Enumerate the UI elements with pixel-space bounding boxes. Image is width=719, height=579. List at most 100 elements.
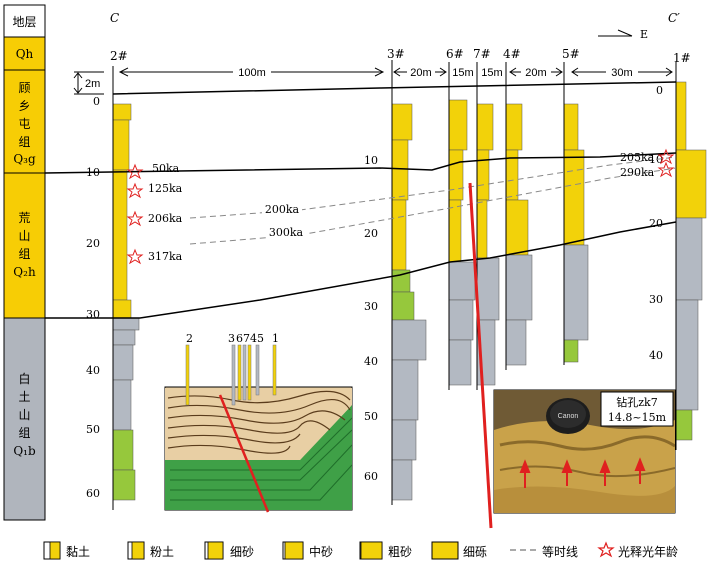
legend-clay: 黏土 (43, 541, 90, 560)
borehole-3-layer-7 (391, 419, 417, 461)
direction-label: E (640, 28, 648, 41)
strata-q2h-line-1: 山 (18, 229, 30, 243)
osl-age-50ka: 50ka (152, 162, 180, 175)
legend-label-osl: 光释光年龄 (618, 545, 678, 559)
strata-header-cell (3, 4, 46, 38)
q2h-base-line (45, 221, 677, 319)
borehole-id-5: 5# (562, 47, 580, 61)
strata-header: 地层 (12, 15, 36, 29)
distance-3-6: 20m (410, 67, 431, 79)
distance-4-5: 20m (525, 67, 546, 79)
borehole-4-layer-3 (505, 254, 533, 321)
borehole-3-layer-6 (391, 359, 419, 421)
borehole-7-layer-3 (476, 257, 500, 321)
thickness-scale: 2m (73, 71, 104, 95)
depth-tick: 50 (86, 423, 100, 436)
strata-unit-q2h (3, 172, 46, 319)
depth-ticks-2: 0 10 20 30 40 50 60 (86, 95, 100, 500)
strata-q3g-line-3: 组 (18, 135, 30, 149)
borehole-3-layer-1 (391, 139, 409, 201)
strata-q1b-line-0: 白 (18, 371, 30, 386)
borehole-2-column (112, 103, 140, 501)
legend-fine-sand: 细砂 (204, 541, 254, 560)
borehole-5-layer-2 (563, 244, 589, 341)
depth-tick: 50 (364, 410, 378, 423)
inset-label: 3 (228, 332, 235, 345)
borehole-2-layer-6 (112, 344, 134, 381)
depth-tick: 60 (364, 470, 378, 483)
strata-q3g-line-1: 乡 (18, 99, 30, 113)
strata-q3g-line-2: 屯 (18, 117, 30, 131)
borehole-id-2: 2# (110, 49, 128, 63)
borehole-3-layer-5 (391, 319, 427, 361)
inset-fault-line (218, 394, 270, 513)
osl-age-206ka: 206ka (148, 212, 183, 225)
borehole-7-layer-0 (476, 103, 494, 151)
strata-q3g-line-0: 顾 (18, 81, 30, 95)
distance-6-7: 15m (452, 67, 473, 79)
borehole-3-layer-8 (391, 459, 413, 501)
borehole-6-layer-0 (448, 99, 468, 151)
depth-tick: 30 (364, 300, 378, 313)
strata-qh-line-0: Qh (16, 47, 34, 61)
core-photo-title: 钻孔zk7 (616, 395, 657, 409)
borehole-4-layer-2 (505, 199, 529, 256)
borehole-1-layer-4 (675, 409, 693, 441)
borehole-1-column (675, 81, 707, 441)
borehole-4-layer-0 (505, 103, 523, 151)
osl-star-icon (126, 182, 144, 199)
distance-7-4: 15m (481, 67, 502, 79)
borehole-6-layer-1 (448, 149, 464, 201)
legend-fine-gravel: 细砾 (431, 541, 487, 560)
fault-line (468, 182, 493, 529)
strata-unit-qh (3, 36, 46, 71)
borehole-1-layer-0 (675, 81, 687, 151)
borehole-2-layer-1 (112, 119, 130, 171)
borehole-6-layer-2 (448, 199, 462, 263)
borehole-id-6: 6# (446, 47, 464, 61)
borehole-2-layer-4 (112, 317, 140, 331)
correlation-lines: 200ka 300ka (44, 81, 677, 319)
borehole-2-layer-2 (112, 169, 128, 301)
depth-tick: 30 (86, 308, 100, 321)
strata-q2h-line-0: 荒 (18, 211, 30, 225)
borehole-2-layer-7 (112, 379, 132, 431)
legend-label-coarse-sand: 粗砂 (388, 545, 412, 559)
legend-isochron: 等时线 (510, 545, 578, 559)
osl-star-icon (126, 210, 144, 227)
osl-samples-left: 50ka 125ka 206ka 317ka (126, 162, 183, 265)
depth-ticks-1: 0 10 20 30 40 (649, 84, 663, 362)
isochron-label-200ka: 200ka (265, 203, 300, 216)
legend-coarse-sand: 粗砂 (359, 541, 412, 560)
isochron-300ka (189, 167, 677, 245)
legend-osl: 光释光年龄 (597, 541, 678, 559)
depth-tick: 20 (86, 237, 100, 250)
strata-q1b-line-3: 组 (18, 426, 30, 440)
borehole-2-layer-0 (112, 103, 132, 121)
borehole-1-layer-3 (675, 299, 699, 411)
osl-star-icon (657, 148, 675, 165)
q3g-base-line (44, 152, 677, 174)
osl-samples-right: 205ka 290ka (620, 148, 675, 179)
strata-unit-q1b (3, 317, 46, 521)
borehole-7-column (476, 103, 500, 386)
osl-age-290ka: 290ka (620, 166, 655, 179)
legend-medium-sand: 中砂 (282, 541, 333, 560)
distance-2-3: 100m (238, 67, 266, 79)
borehole-2-layer-3 (112, 299, 132, 319)
borehole-id-7: 7# (473, 47, 491, 61)
depth-tick: 20 (649, 217, 663, 230)
borehole-axes (112, 60, 677, 510)
borehole-6-layer-5 (448, 339, 472, 386)
borehole-5-layer-0 (563, 103, 579, 151)
borehole-2-layer-8 (112, 429, 134, 471)
borehole-3-layer-0 (391, 103, 413, 141)
strata-unit-q3g (3, 69, 46, 174)
depth-tick: 0 (93, 95, 100, 108)
borehole-7-layer-2 (476, 199, 488, 259)
borehole-1-layer-1 (675, 149, 707, 219)
depth-tick: 40 (649, 349, 663, 362)
direction-arrow-head (617, 29, 633, 37)
isochron-label-300ka: 300ka (269, 226, 304, 239)
